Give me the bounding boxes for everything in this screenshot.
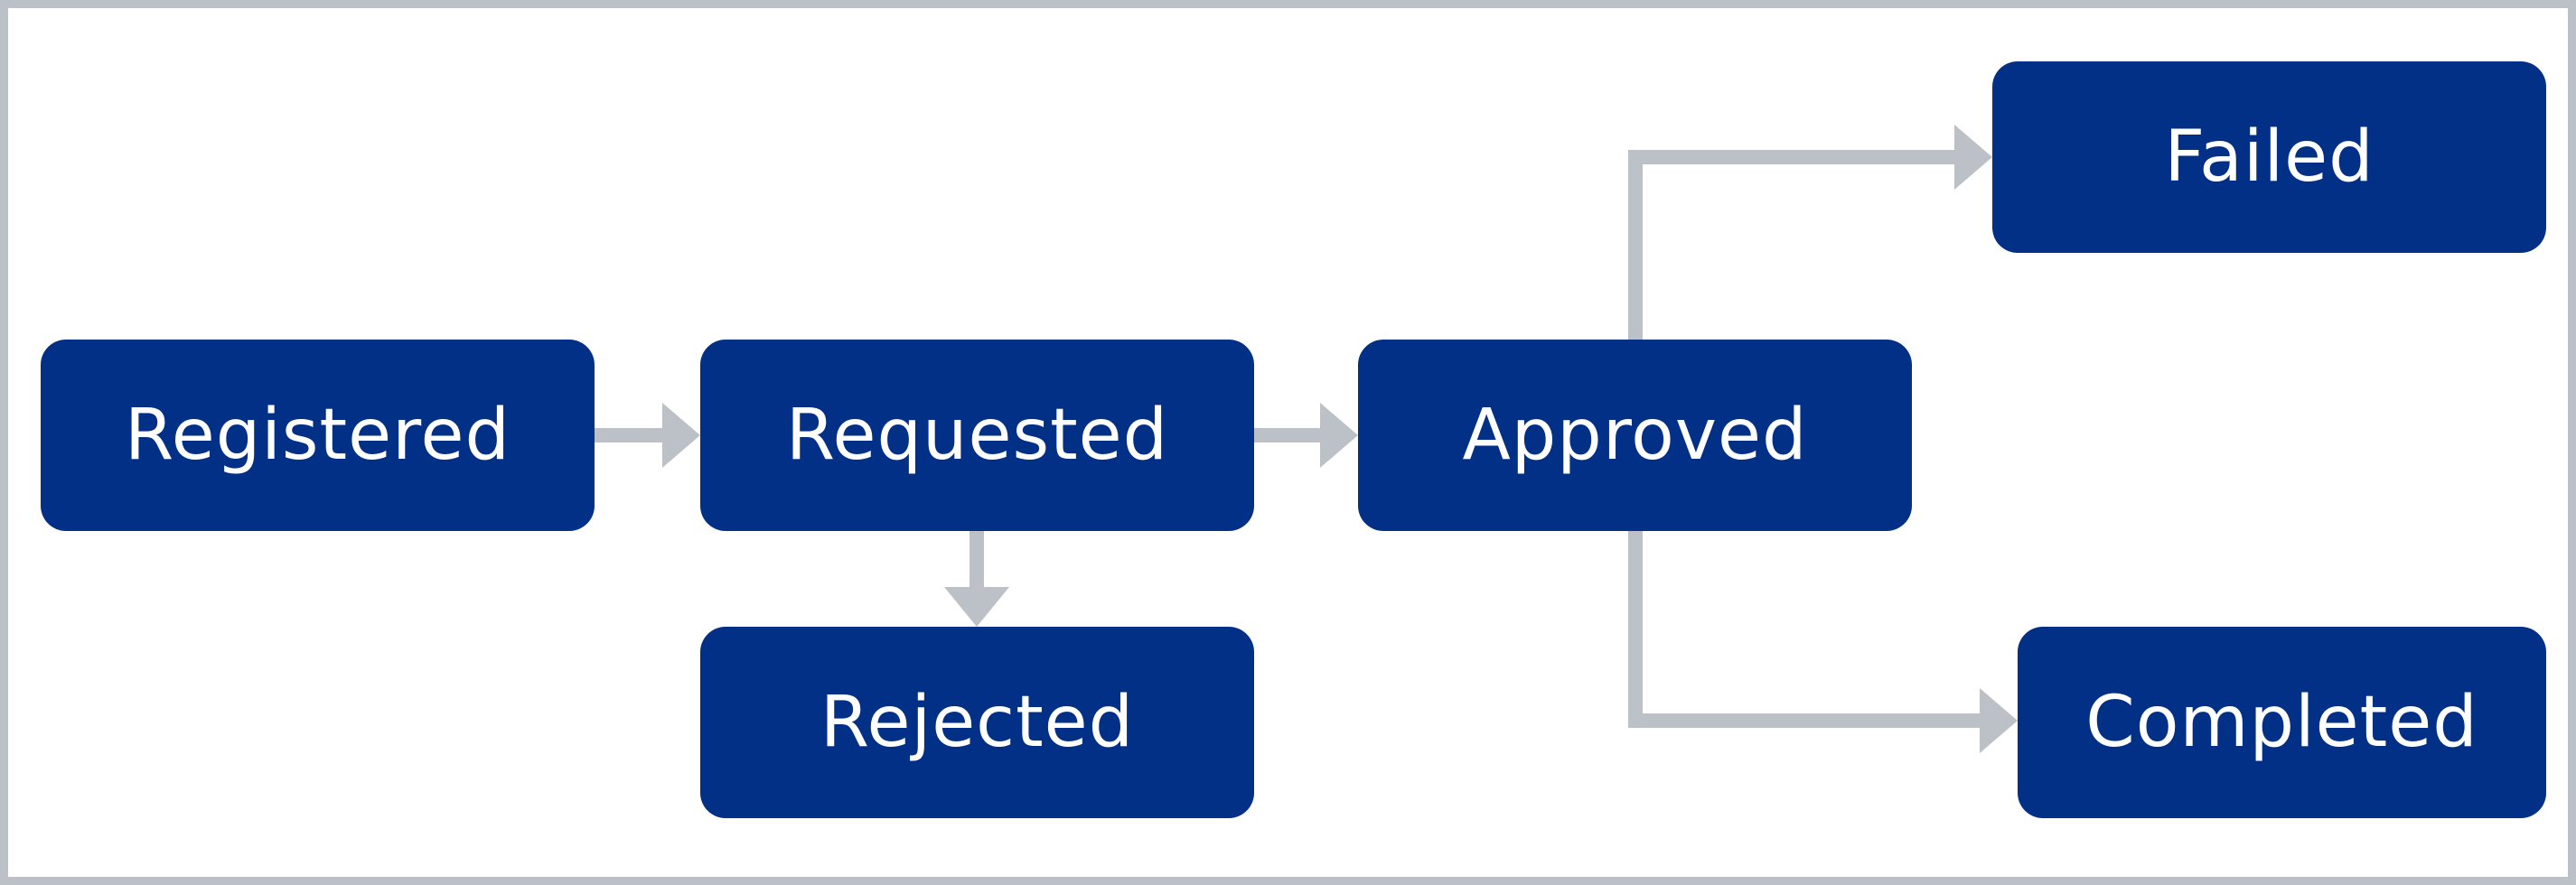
arrowhead-approved-failed (1954, 125, 1992, 190)
node-failed-label: Failed (2164, 116, 2375, 198)
node-approved: Approved (1358, 340, 1912, 531)
node-registered-label: Registered (125, 395, 511, 476)
node-registered: Registered (41, 340, 595, 531)
node-failed: Failed (1992, 61, 2546, 253)
node-rejected-label: Rejected (820, 682, 1135, 763)
node-completed-label: Completed (2085, 682, 2478, 763)
node-rejected: Rejected (700, 627, 1254, 818)
node-approved-label: Approved (1462, 395, 1808, 476)
arrowhead-approved-completed (1980, 688, 2018, 753)
arrowhead-requested-rejected (944, 587, 1009, 627)
arrowhead-requested-approved (1320, 403, 1358, 468)
edge-approved-failed (1628, 150, 1956, 340)
node-requested-label: Requested (785, 395, 1169, 476)
edge-approved-completed (1628, 531, 1981, 728)
arrowhead-registered-requested (662, 403, 700, 468)
node-completed: Completed (2018, 627, 2546, 818)
node-requested: Requested (700, 340, 1254, 531)
